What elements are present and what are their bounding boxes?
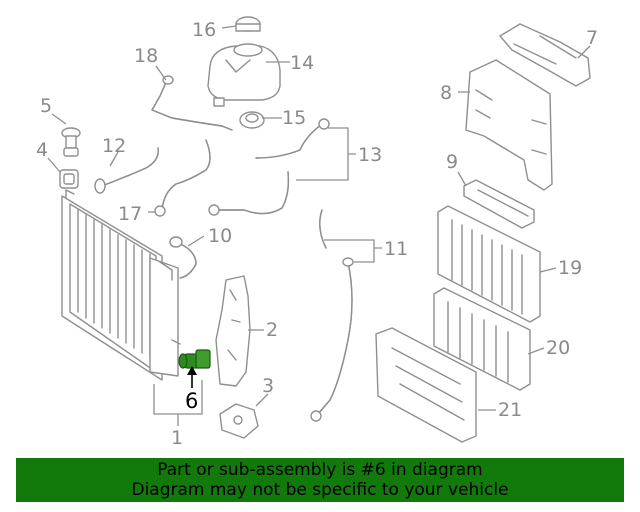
cap-part-16[interactable]: [235, 16, 261, 32]
vent-hose-part-18[interactable]: [151, 75, 233, 131]
mount-part-3[interactable]: [219, 403, 259, 439]
callout-9: 9: [446, 151, 458, 173]
air-deflector-part-9[interactable]: [463, 179, 535, 229]
hose-part-10[interactable]: [169, 236, 197, 279]
leader-10: [187, 235, 205, 247]
leader-19: [539, 267, 557, 273]
upper-shroud-part-7[interactable]: [499, 23, 591, 87]
callout-19: 19: [558, 257, 582, 279]
leader-9: [457, 171, 467, 187]
leader-13: [296, 127, 356, 181]
leader-4: [47, 157, 61, 173]
hose-part-12[interactable]: [94, 147, 159, 194]
callout-16: 16: [192, 19, 216, 41]
hose-part-13[interactable]: [208, 118, 330, 216]
lower-bracket-part-21[interactable]: [375, 327, 477, 443]
leader-12: [109, 151, 119, 167]
grille-shutter-part-19[interactable]: [437, 205, 541, 323]
side-bracket-part-2[interactable]: [215, 275, 251, 387]
radiator-part-1[interactable]: [61, 189, 181, 381]
grommet-part-4[interactable]: [59, 169, 79, 189]
callout-21: 21: [498, 399, 522, 421]
callout-20: 20: [546, 337, 570, 359]
callout-14: 14: [290, 52, 314, 74]
callout-17: 17: [118, 203, 142, 225]
leader-5: [51, 113, 67, 125]
sensor-part-6[interactable]: [178, 349, 211, 369]
leader-11: [324, 239, 382, 263]
seal-part-15[interactable]: [239, 111, 265, 129]
banner-line-1: Part or sub-assembly is #6 in diagram: [157, 460, 483, 480]
callout-3: 3: [262, 375, 274, 397]
callout-6: 6: [185, 389, 198, 413]
leader-1: [153, 380, 203, 426]
callout-1: 1: [171, 427, 183, 449]
callout-7: 7: [586, 27, 598, 49]
hose-part-11[interactable]: [310, 209, 354, 422]
leader-20: [527, 347, 545, 355]
side-shroud-part-8[interactable]: [465, 59, 553, 191]
callout-10: 10: [208, 225, 232, 247]
callout-18: 18: [134, 45, 158, 67]
hose-part-17[interactable]: [154, 139, 211, 217]
callout-2: 2: [266, 319, 278, 341]
leader-18: [155, 65, 167, 81]
callout-12: 12: [102, 135, 126, 157]
expansion-tank-part-14[interactable]: [207, 43, 281, 107]
callout-5: 5: [40, 95, 52, 117]
arrowhead-6: [187, 366, 197, 375]
banner-line-2: Diagram may not be specific to your vehi…: [131, 480, 509, 500]
info-banner: Part or sub-assembly is #6 in diagram Di…: [16, 458, 624, 502]
parts-diagram: 16 14 15 18 5 4 12 17 10 13 11 7 8 9 19 …: [36, 16, 598, 449]
callout-13: 13: [358, 144, 382, 166]
callout-15: 15: [282, 107, 306, 129]
callout-4: 4: [36, 139, 48, 161]
leader-16: [221, 25, 237, 29]
leader-7: [577, 45, 591, 59]
callout-11: 11: [384, 238, 408, 260]
leader-3: [255, 393, 269, 407]
clip-part-5[interactable]: [61, 127, 81, 157]
grille-shutter-part-20[interactable]: [433, 287, 531, 391]
callout-8: 8: [440, 82, 452, 104]
